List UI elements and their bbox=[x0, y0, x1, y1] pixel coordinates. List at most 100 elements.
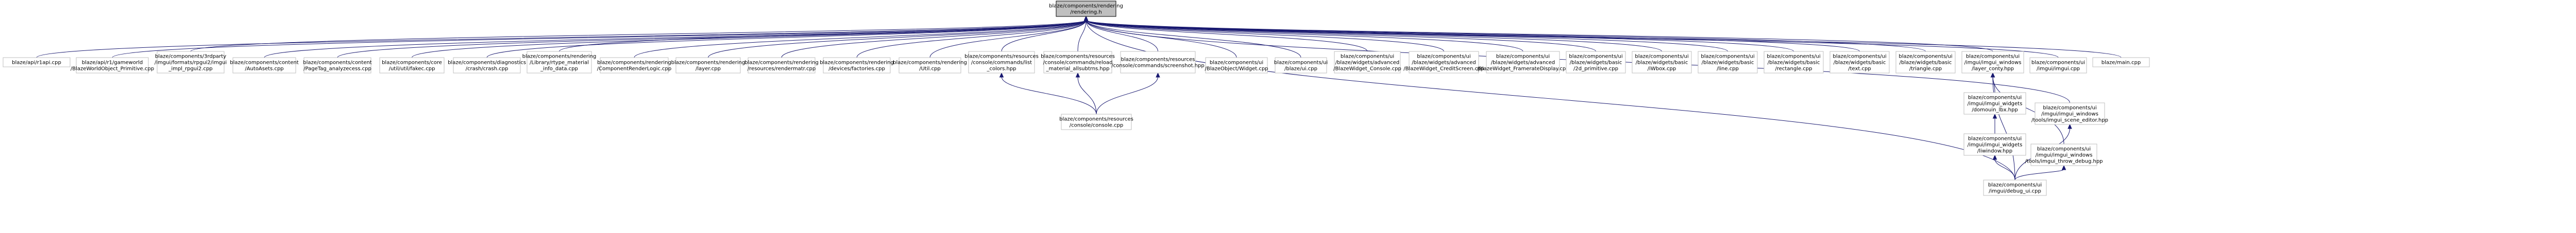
dependency-edge bbox=[190, 15, 1089, 52]
file-node[interactable]: blaze/components/3rdparty/imgui/formats/… bbox=[155, 51, 227, 74]
node-label-line: blaze/main.cpp bbox=[2102, 60, 2141, 66]
file-node[interactable]: blaze/components/content/PageTag_analyze… bbox=[303, 57, 372, 74]
node-label-line: blaze/components/core bbox=[382, 60, 442, 66]
file-node[interactable]: blaze/api/r1api.cpp bbox=[3, 57, 71, 67]
file-node[interactable]: blaze/components/ui/blaze/widgets/basic/… bbox=[1829, 51, 1890, 74]
node-label-line: /triangle.cpp bbox=[1909, 66, 1942, 72]
dependency-edge bbox=[1083, 15, 1662, 52]
node-label-line: blaze/components/ui bbox=[1966, 54, 2020, 60]
node-label-line: _colors.hpp bbox=[986, 66, 1016, 72]
node-label-line: /imgui/imgui.cpp bbox=[2037, 66, 2080, 72]
node-label-line: /BlazeWorldObject_Primitive.cpp bbox=[71, 66, 154, 72]
file-node[interactable]: blaze/components/rendering/layer.cpp bbox=[671, 57, 745, 74]
file-node[interactable]: blaze/components/ui/imgui/imgui_widgets/… bbox=[1963, 133, 2026, 156]
dependency-edge bbox=[264, 15, 1089, 58]
file-node[interactable]: blaze/components/ui/blaze/widgets/basic/… bbox=[1895, 51, 1956, 74]
node-label-line: blaze/components/3rdparty bbox=[155, 54, 226, 60]
node-label-line: /PageTag_analyzecess.cpp bbox=[303, 66, 371, 72]
file-node[interactable]: blaze/components/ui/blaze/widgets/basic/… bbox=[1632, 51, 1692, 74]
node-label-line: blaze/components/ui bbox=[1210, 60, 1263, 66]
file-node[interactable]: blaze/components/ui/imgui/imgui_windows/… bbox=[2025, 144, 2103, 166]
node-label-line: blaze/components/resources bbox=[1121, 57, 1195, 63]
node-label-line: /console/commands/reload bbox=[1043, 60, 1113, 66]
dependency-edge bbox=[1083, 15, 2015, 181]
file-node[interactable]: blaze/components/resources/console/comma… bbox=[964, 51, 1039, 74]
file-node[interactable]: blaze/components/rendering/Util.cpp bbox=[893, 57, 967, 74]
node-label-line: /resources/rendermatr.cpp bbox=[748, 66, 816, 72]
file-node[interactable]: blaze/components/resources/console/conso… bbox=[1059, 114, 1133, 130]
file-node[interactable]: blaze/api/r1/gameworld/BlazeWorldObject_… bbox=[71, 57, 154, 74]
dependency-edge bbox=[1096, 72, 1160, 115]
node-label-line: blaze/components/ui bbox=[1988, 183, 2042, 188]
file-node[interactable]: blaze/components/ui/imgui/debug_ui.cpp bbox=[1983, 180, 2047, 196]
node-label-line: /BlazeWidget_Console.cpp bbox=[1333, 66, 1401, 72]
root-file-node[interactable]: blaze/components/rendering/rendering.h bbox=[1049, 1, 1123, 17]
file-node[interactable]: blaze/components/ui/blaze/widgets/advanc… bbox=[1403, 51, 1484, 74]
node-label-line: blaze/components/ui bbox=[1833, 54, 1886, 60]
file-node[interactable]: blaze/components/ui/blaze/widgets/advanc… bbox=[1477, 51, 1569, 74]
file-node[interactable]: blaze/components/ui/blaze/widgets/basic/… bbox=[1764, 51, 1824, 74]
node-label-line: /devices/factories.cpp bbox=[828, 66, 885, 72]
node-label-line: /console/commands/list bbox=[971, 60, 1032, 66]
node-label-line: /blaze/widgets/basic bbox=[1702, 60, 1754, 66]
file-node[interactable]: blaze/components/rendering/Library/rtype… bbox=[522, 51, 597, 74]
node-label-line: blaze/components/ui bbox=[2031, 60, 2085, 66]
node-label-line: /blaze/widgets/basic bbox=[1636, 60, 1688, 66]
file-node[interactable]: blaze/components/ui/imgui/imgui_windows/… bbox=[1961, 51, 2024, 74]
node-label-line: /blaze/widgets/basic bbox=[1834, 60, 1886, 66]
node-label-line: /blaze/widgets/basic bbox=[1570, 60, 1622, 66]
file-node[interactable]: blaze/components/ui/blaze/widgets/basic/… bbox=[1566, 51, 1626, 74]
file-node[interactable]: blaze/components/ui/blaze/widgets/basic/… bbox=[1698, 51, 1758, 74]
node-label-line: blaze/components/ui bbox=[1635, 54, 1688, 60]
node-label-line: /domouin_lbx.hpp bbox=[1972, 107, 2018, 113]
file-node[interactable]: blaze/components/ui/blaze/ui.cpp bbox=[1274, 57, 1328, 74]
node-label-line: blaze/components/ui bbox=[2037, 147, 2091, 152]
file-node[interactable]: blaze/components/rendering/devices/facto… bbox=[820, 57, 894, 74]
file-node[interactable]: blaze/components/ui/imgui/imgui_widgets/… bbox=[1963, 92, 2026, 115]
file-node[interactable]: blaze/components/ui/imgui/imgui_windows/… bbox=[2031, 102, 2108, 125]
file-node[interactable]: blaze/main.cpp bbox=[2092, 57, 2150, 67]
file-node[interactable]: blaze/components/rendering/resources/ren… bbox=[744, 57, 819, 74]
node-label-line: /ComponentRenderLogic.cpp bbox=[597, 66, 672, 72]
node-label-line: blaze/components/content bbox=[230, 60, 299, 66]
node-label-line: /layer_conty.hpp bbox=[1972, 66, 2014, 72]
dependency-edge bbox=[1075, 72, 1097, 115]
file-node[interactable]: blaze/components/content/AutoAsets.cpp bbox=[230, 57, 299, 74]
node-label-line: /blaze/ui.cpp bbox=[1284, 66, 1317, 72]
node-label-line: blaze/components/ui bbox=[1274, 60, 1328, 66]
file-node[interactable]: blaze/components/rendering/ComponentRend… bbox=[597, 57, 672, 74]
node-label-line: blaze/components/ui bbox=[1701, 54, 1754, 60]
node-label-line: blaze/components/rendering bbox=[597, 60, 671, 66]
node-label-line: /imgui/imgui_windows bbox=[2036, 153, 2093, 158]
node-label-line: /console/commands/screenshot.hpp bbox=[1111, 63, 1204, 69]
dependency-edge bbox=[1992, 113, 1997, 134]
node-label-line: /iWbox.cpp bbox=[1648, 66, 1676, 72]
node-label-line: blaze/components/ui bbox=[1968, 95, 2022, 101]
node-label-line: blaze/components/content bbox=[303, 60, 372, 66]
node-label-line: _info_data.cpp bbox=[540, 66, 578, 72]
file-node[interactable]: blaze/components/diagnostics/crash/crash… bbox=[448, 57, 526, 74]
node-label-line: blaze/components/ui bbox=[1417, 54, 1470, 60]
node-label-line: blaze/components/ui bbox=[1569, 54, 1622, 60]
file-node[interactable]: blaze/components/ui/blaze/widgets/advanc… bbox=[1333, 51, 1401, 74]
node-label-line: blaze/components/resources bbox=[1041, 54, 1115, 60]
node-label-line: blaze/components/ui bbox=[1496, 54, 1550, 60]
node-label-line: /blaze/widgets/advanced bbox=[1491, 60, 1555, 66]
node-label-line: /2d_primitive.cpp bbox=[1573, 66, 1618, 72]
file-node[interactable]: blaze/components/ui/BlazeObject/Widget.c… bbox=[1205, 57, 1268, 74]
node-label-line: /AutoAsets.cpp bbox=[245, 66, 283, 72]
node-label-line: /rendering.h bbox=[1070, 10, 1101, 15]
node-label-line: blaze/components/rendering bbox=[820, 60, 894, 66]
node-label-line: /text.cpp bbox=[1848, 66, 1871, 72]
node-label-line: /Library/rtype_material bbox=[530, 60, 589, 66]
file-node[interactable]: blaze/components/resources/console/comma… bbox=[1041, 51, 1115, 74]
node-label-line: _material_allsubtrns.hpp bbox=[1046, 66, 1110, 72]
file-node[interactable]: blaze/components/ui/imgui/imgui.cpp bbox=[2029, 57, 2087, 74]
file-node[interactable]: blaze/components/core/util/util/fakec.cp… bbox=[379, 57, 445, 74]
node-label-line: /blaze/widgets/basic bbox=[1768, 60, 1820, 66]
node-label-line: blaze/components/ui bbox=[1341, 54, 1394, 60]
file-node[interactable]: blaze/components/resources/console/comma… bbox=[1111, 51, 1205, 74]
node-label-line: blaze/components/resources bbox=[964, 54, 1039, 60]
node-label-line: /line.cpp bbox=[1717, 66, 1739, 72]
